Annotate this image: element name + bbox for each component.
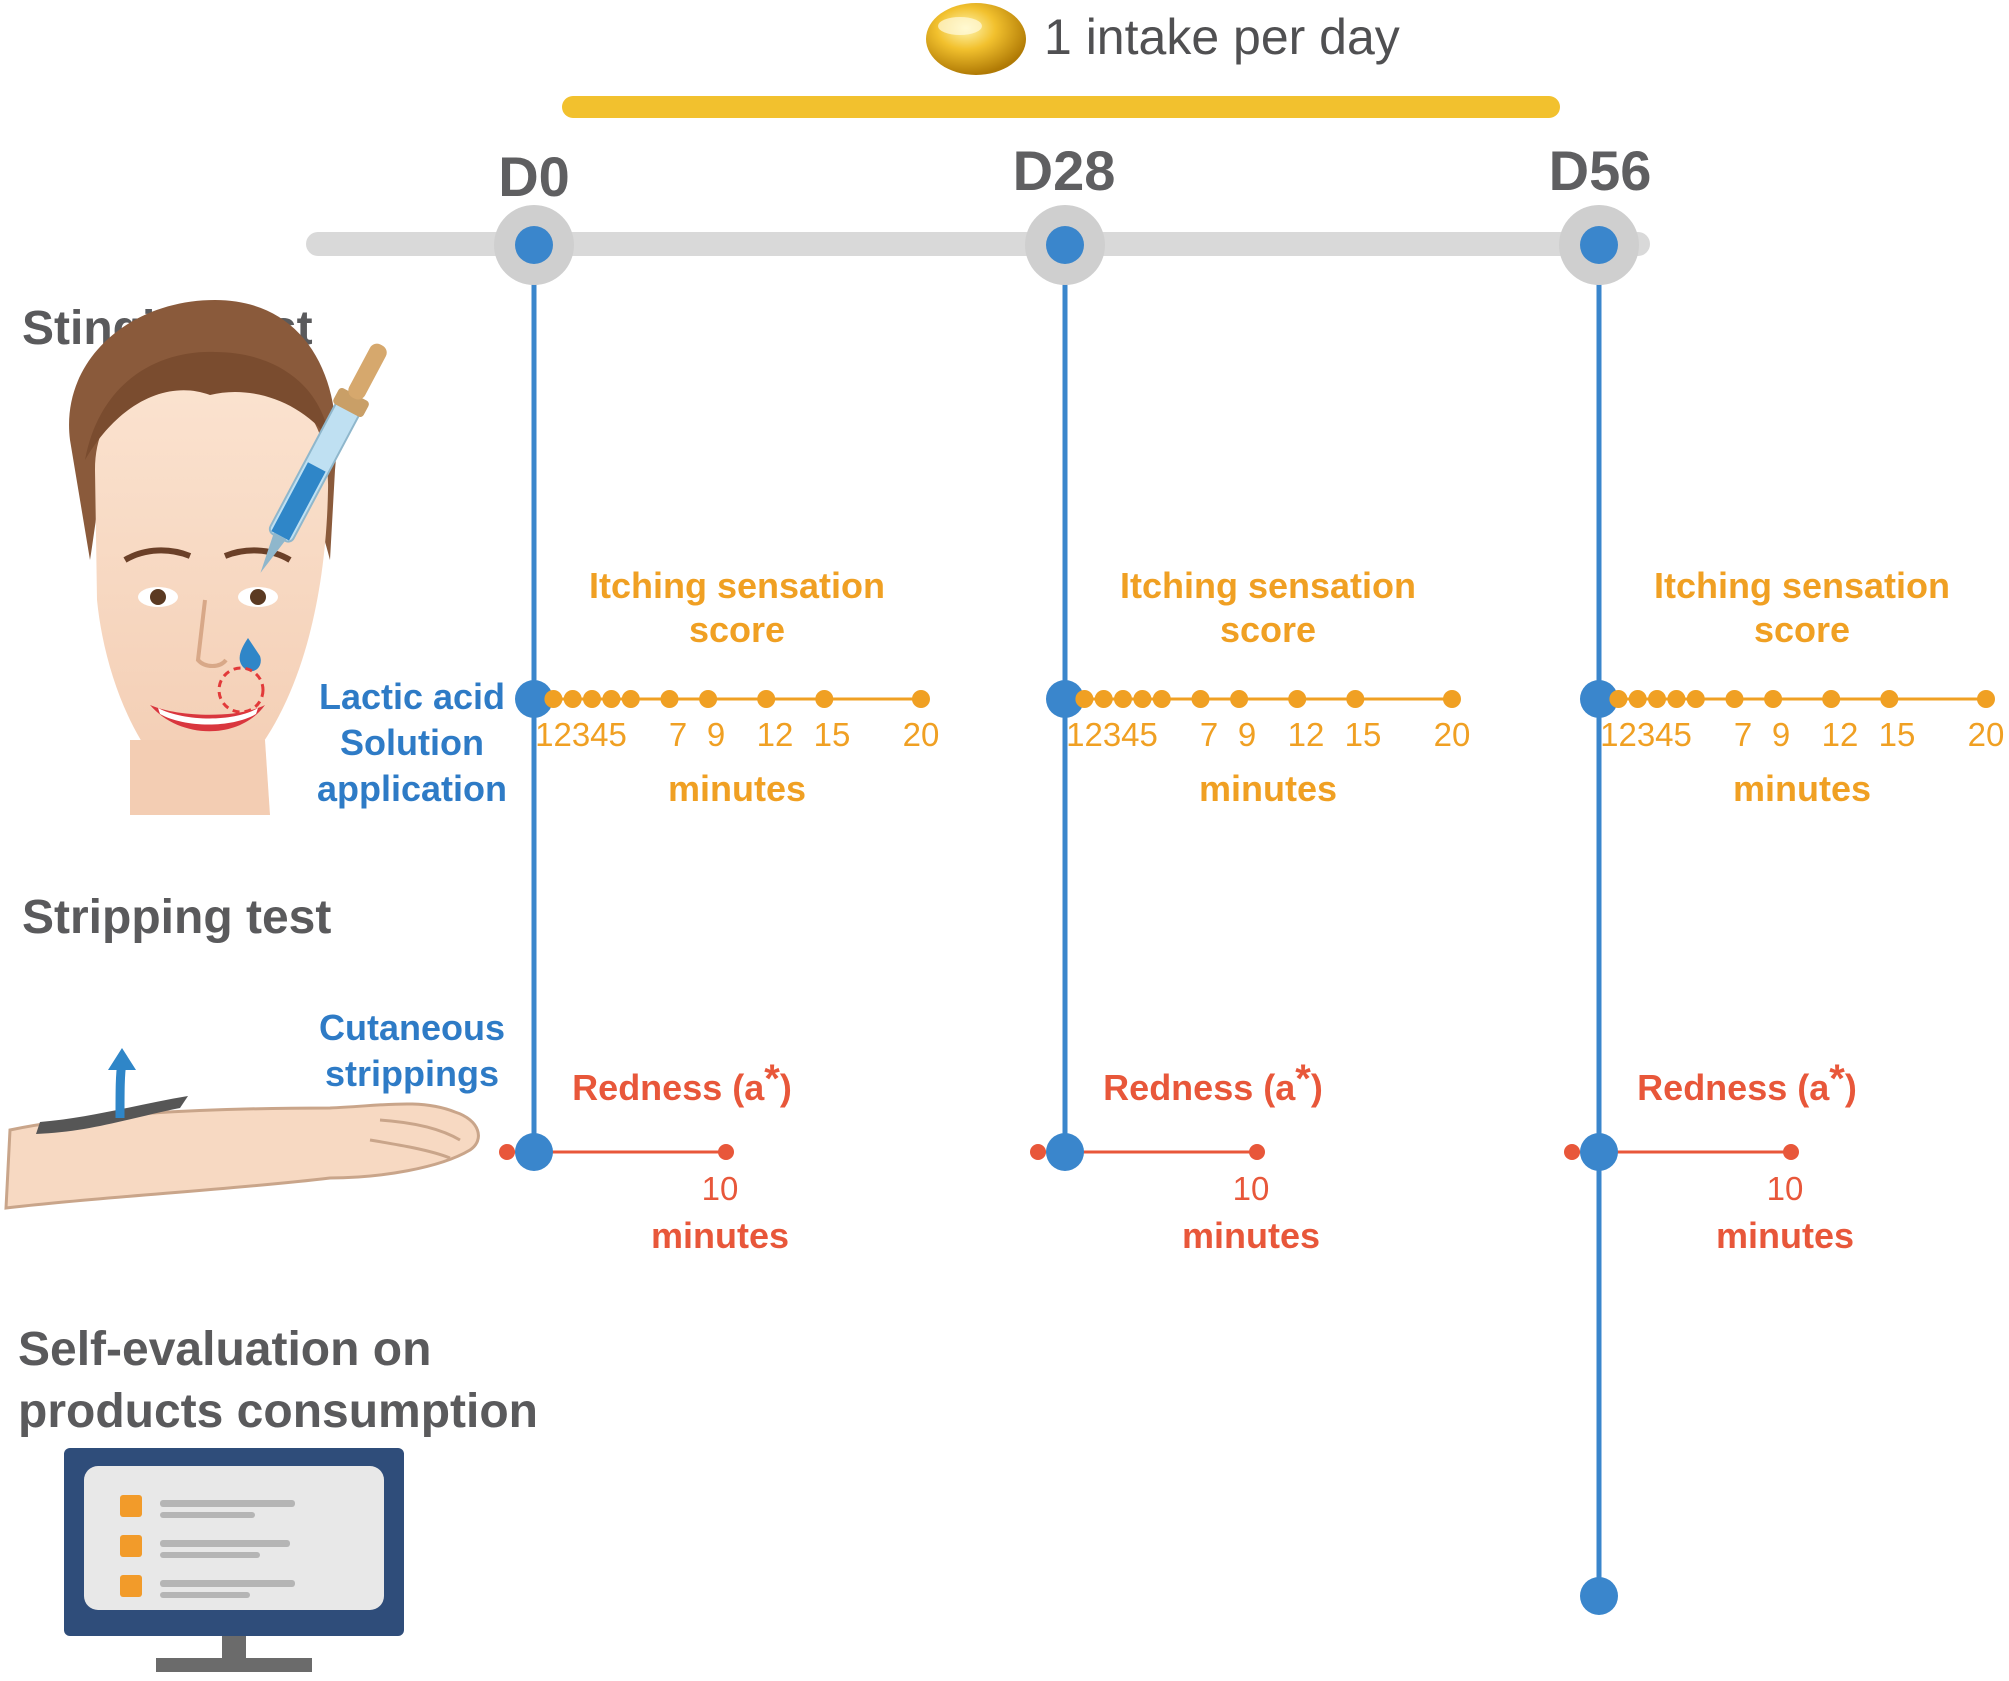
itching-tick-label: 20 [903,716,940,753]
itching-timepoint [602,690,621,708]
face-dropper-icon [69,300,387,815]
itching-tick-label: 9 [707,716,725,753]
day-label-d0: D0 [498,145,570,208]
redness-scale-d0: Redness (a*) 10 minutes [499,1057,792,1256]
capsule-icon [926,3,1026,75]
day-label-d28: D28 [1013,139,1116,202]
itching-tick-group-label: 12345 [535,716,627,753]
itching-scale-d0: Itching sensation score 12345 7 9 12 15 … [515,565,939,809]
itching-timepoint [544,690,563,708]
itching-timepoint [563,690,582,708]
redness-baseline-point [499,1144,515,1160]
monitor-questionnaire-icon [64,1448,404,1672]
itching-timepoint [757,690,776,708]
itching-timepoint [699,690,718,708]
redness-asterisk: * [764,1057,780,1101]
intake-label: 1 intake per day [1044,9,1400,65]
redness-title: Redness (a [572,1067,765,1108]
day-block-d56 [1562,563,2006,1258]
intake-header: 1 intake per day [562,3,1560,118]
itching-tick-label: 7 [669,716,687,753]
itching-timepoint [815,690,834,708]
stinging-application-node [515,680,553,718]
itching-timepoints [544,690,930,708]
redness-10min-point [718,1144,734,1160]
self-evaluation-node [1580,1577,1618,1615]
itching-timepoint [660,690,679,708]
redness-close: ) [780,1067,792,1108]
itching-score-title-line2: score [689,609,785,650]
itching-score-title-line1: Itching sensation [589,565,885,606]
redness-tick-label: 10 [702,1170,739,1207]
stripping-node [515,1133,553,1171]
stripping-test-title: Stripping test [22,891,331,944]
intake-period-bar [562,96,1560,118]
itching-tick-label: 12 [757,716,794,753]
self-evaluation-title-line1: Self-evaluation on [18,1323,431,1376]
lactic-acid-label-line2: Solution [340,722,484,763]
day-block-d0: Itching sensation score 12345 7 9 12 15 … [499,565,939,1256]
day-label-d56: D56 [1549,139,1652,202]
itching-timepoint [583,690,601,708]
timeline-axis [306,232,1650,256]
itching-timepoint [621,690,640,708]
svg-text:Redness (a*): Redness (a*) [572,1057,792,1108]
arm-stripping-icon [4,1048,480,1210]
itching-minutes-label: minutes [668,768,806,809]
day-node-d28 [1025,205,1105,285]
cutaneous-strippings-label-line2: strippings [325,1053,499,1094]
cutaneous-strippings-label-line1: Cutaneous [319,1007,505,1048]
lactic-acid-label-line3: application [317,768,507,809]
itching-timepoint [912,690,930,708]
itching-tick-label: 15 [814,716,851,753]
redness-minutes-label: minutes [651,1215,789,1256]
day-block-d28 [1028,563,1472,1258]
lactic-acid-label-line1: Lactic acid [319,676,505,717]
day-node-d56 [1559,205,1639,285]
day-node-d0 [494,205,574,285]
self-evaluation-title-line2: products consumption [18,1385,538,1438]
